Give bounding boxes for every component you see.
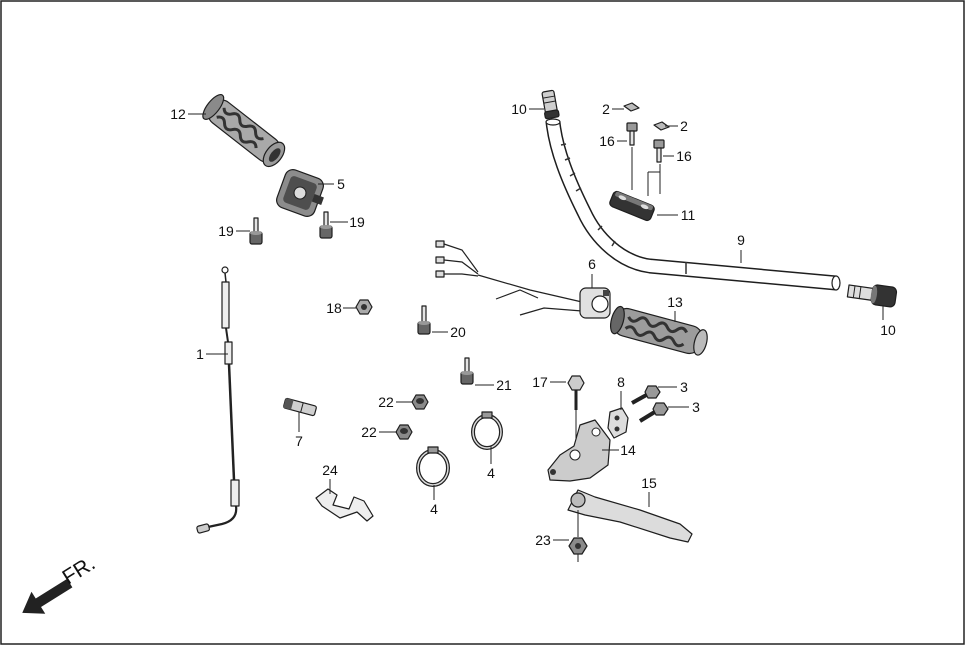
- callout-bar-end-left: 10: [511, 101, 527, 117]
- callout-right-grip: 13: [667, 294, 683, 310]
- callout-cap-left: 2: [602, 101, 610, 117]
- callout-handlebar: 9: [737, 232, 745, 248]
- front-arrow-icon: [22, 578, 73, 614]
- callout-holder-bolt-upper: 3: [680, 379, 688, 395]
- part-handlebar: [545, 118, 841, 291]
- part-bolt-left: [249, 217, 263, 245]
- part-lever-holder-clamp: [607, 407, 629, 439]
- part-left-switch-housing: [276, 169, 324, 217]
- callout-lever-nut: 23: [535, 532, 551, 548]
- callout-holder-bolt-lower: 3: [692, 399, 700, 415]
- part-bar-end-right: [846, 284, 898, 308]
- callout-left-switch-housing: 5: [337, 176, 345, 192]
- part-clamp-lower: [416, 446, 450, 487]
- part-right-switch: [435, 240, 611, 319]
- callout-nut-18: 18: [326, 300, 342, 316]
- part-handlebar-holder: [609, 190, 655, 222]
- part-wire-bracket: [315, 488, 374, 522]
- callout-bolt-right: 19: [349, 214, 365, 230]
- callout-bolt-21: 21: [496, 377, 512, 393]
- callout-clamp-lower: 4: [430, 501, 438, 517]
- callout-nut-22-upper: 22: [378, 394, 394, 410]
- part-cap-right: [653, 121, 670, 131]
- part-cable-joint: [283, 397, 317, 417]
- callout-cap-right: 2: [680, 118, 688, 134]
- callout-clamp-bolt-right: 16: [676, 148, 692, 164]
- part-clamp-bolt-left: [626, 122, 638, 146]
- callout-clamp-bolt-left: 16: [599, 133, 615, 149]
- part-bolt-21: [460, 357, 474, 385]
- part-nut-18: [355, 299, 373, 315]
- callout-handlebar-holder: 11: [681, 207, 696, 223]
- part-clutch-lever: [567, 489, 693, 543]
- part-left-grip: [202, 94, 286, 168]
- part-throttle-cable: [196, 266, 240, 534]
- callout-clutch-lever: 15: [641, 475, 657, 491]
- part-clamp-upper: [471, 411, 503, 450]
- assembly-guide-lines: [631, 147, 661, 196]
- callout-nut-22-lower: 22: [361, 424, 377, 440]
- callout-bolt-20: 20: [450, 324, 466, 340]
- part-lever-bracket: [547, 419, 611, 482]
- callout-pivot-bolt: 17: [532, 374, 548, 390]
- part-pivot-bolt: [567, 375, 585, 440]
- part-bolt-20: [417, 305, 431, 335]
- part-nut-22-lower: [395, 424, 413, 440]
- part-lever-nut: [568, 537, 588, 562]
- part-cap-left: [623, 102, 640, 112]
- callout-wire-bracket: 24: [322, 462, 338, 478]
- callout-lever-holder-clamp: 8: [617, 374, 625, 390]
- callout-left-grip: 12: [170, 106, 186, 122]
- part-clamp-bolt-right: [653, 139, 665, 163]
- part-holder-bolt-upper: [631, 385, 661, 405]
- leader-lines: [188, 108, 884, 541]
- callouts: 12 5 19 19 1 18 20 21 22 22 7 24 4 4 10 …: [170, 101, 896, 548]
- callout-throttle-cable: 1: [196, 346, 204, 362]
- callout-right-switch: 6: [588, 256, 596, 272]
- callout-clamp-upper: 4: [487, 465, 495, 481]
- part-holder-bolt-lower: [638, 402, 669, 423]
- part-bar-end-left: [541, 89, 560, 120]
- part-nut-22-upper: [411, 394, 429, 410]
- callout-cable-joint: 7: [295, 433, 303, 449]
- callout-bolt-left: 19: [218, 223, 234, 239]
- callout-lever-bracket: 14: [620, 442, 636, 458]
- callout-bar-end-right: 10: [880, 322, 896, 338]
- part-right-grip: [609, 305, 708, 356]
- part-bolt-right: [319, 211, 333, 239]
